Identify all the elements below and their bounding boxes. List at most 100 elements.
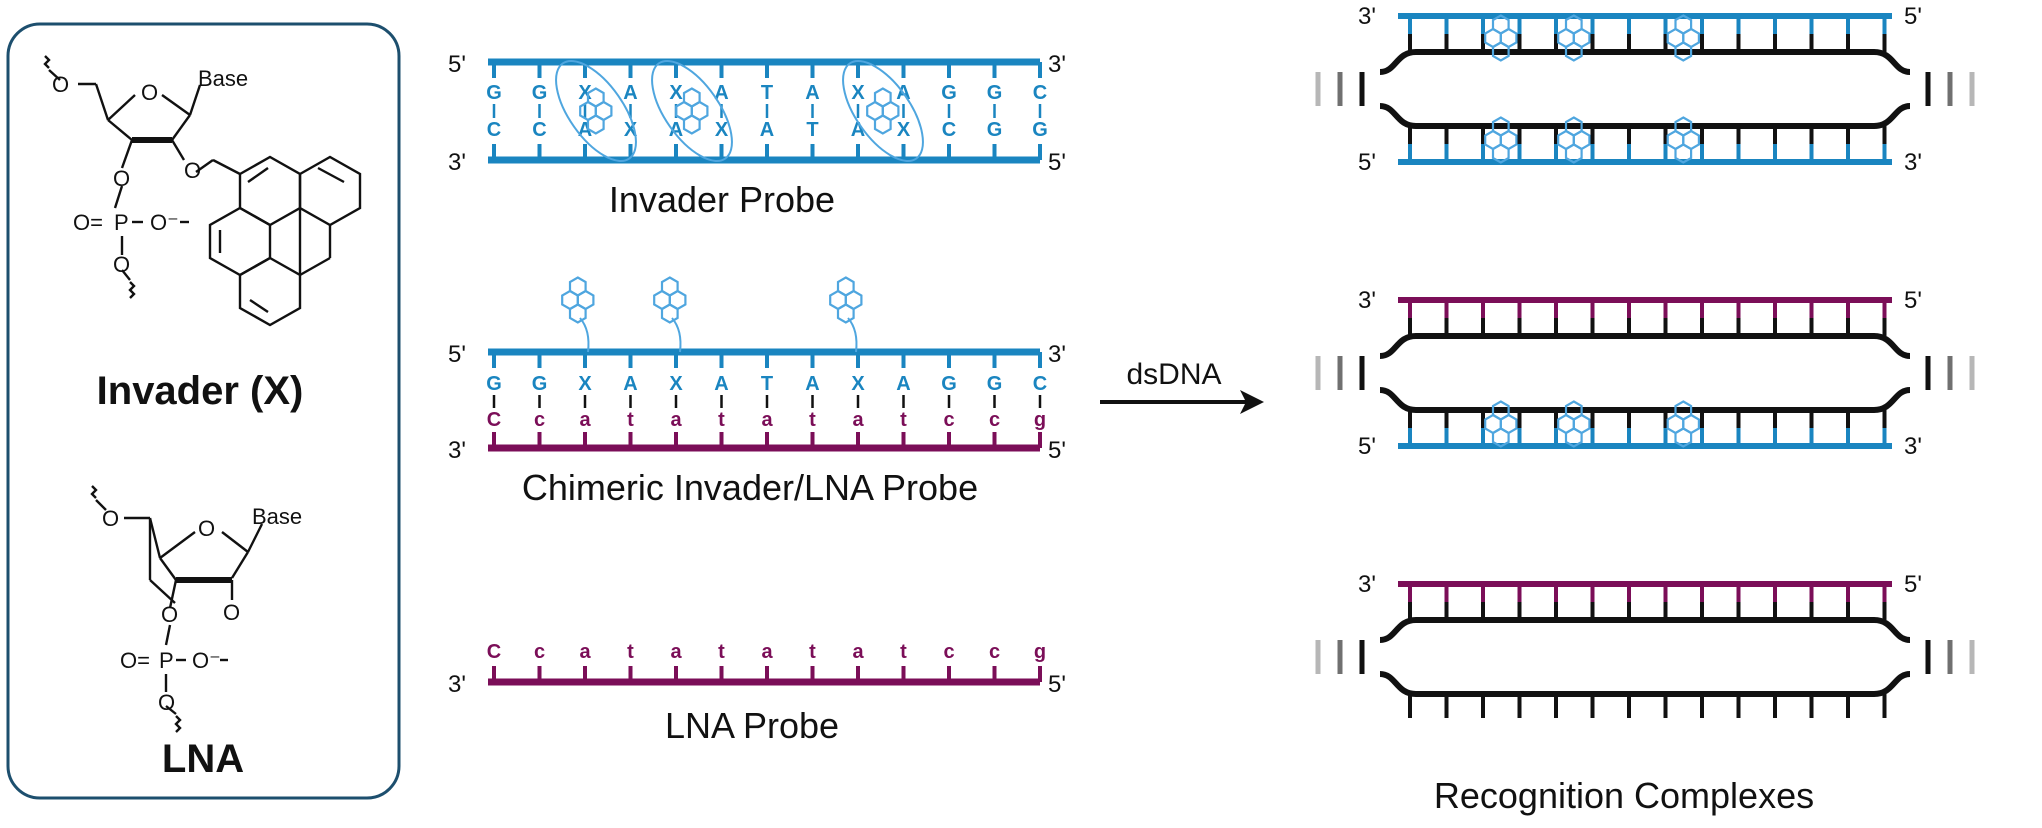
pyrene-linker <box>847 317 858 353</box>
base-letter-bottom: C <box>487 409 501 431</box>
base-letter-top: T <box>761 373 773 395</box>
lna-bridge-o-label: O <box>223 600 240 625</box>
base-letter-top: G <box>941 82 957 104</box>
invader-top-end-left: 5' <box>448 51 466 78</box>
base-letter-bottom: X <box>715 119 729 141</box>
base-letter-bottom: t <box>900 409 907 431</box>
invader-base-label: Base <box>198 66 248 91</box>
arrow-head <box>1240 390 1264 414</box>
base-letter: t <box>900 641 907 663</box>
base-letter: C <box>487 641 501 663</box>
complex-end-bottom-right: 3' <box>1904 433 1922 460</box>
base-letter-top: X <box>851 82 865 104</box>
complex-end-top-right: 5' <box>1904 571 1922 598</box>
base-letter: a <box>852 641 864 663</box>
lna-phosphate-o-minus: O⁻ <box>192 648 221 673</box>
pyrene-icon <box>653 276 687 324</box>
base-letter: a <box>579 641 591 663</box>
lna-o3-label: O <box>161 602 178 627</box>
lna-monomer-atoms: O O Base O O O= P O⁻ O <box>102 504 302 715</box>
invader-ring-o-label: O <box>141 80 158 105</box>
base-letter-top: X <box>669 82 683 104</box>
base-letter-top: G <box>987 373 1003 395</box>
base-letter-bottom: X <box>897 119 911 141</box>
base-letter: t <box>627 641 634 663</box>
base-letter: c <box>943 641 954 663</box>
invader-phosphate-p: P <box>114 210 129 235</box>
lna-end-right: 5' <box>1048 671 1066 698</box>
chimeric-top-end-left: 5' <box>448 341 466 368</box>
invader-top-end-right: 3' <box>1048 51 1066 78</box>
recognition-complexes-label: Recognition Complexes <box>1434 775 1814 816</box>
base-letter-bottom: G <box>1032 119 1048 141</box>
invader-monomer-atoms: O O Base O O O= P O⁻ O <box>52 66 248 277</box>
pyrene-linker <box>671 317 682 353</box>
complex-end-bottom-left: 5' <box>1358 149 1376 176</box>
base-letter-top: X <box>578 82 592 104</box>
base-letter-top: T <box>761 82 773 104</box>
pyrene-icon <box>829 276 863 324</box>
invader-bottom-end-right: 5' <box>1048 149 1066 176</box>
target-strand-top <box>1379 49 1911 75</box>
invader-phosphate-o-bottom: O <box>113 252 130 277</box>
base-letter-top: A <box>623 82 637 104</box>
base-letter-bottom: c <box>534 409 545 431</box>
monomer-structures-box <box>6 22 401 800</box>
lna-end-left: 3' <box>448 671 466 698</box>
invader-pyrene-pairs <box>555 60 924 162</box>
base-letter-bottom: X <box>624 119 638 141</box>
pyrene-icon <box>866 87 900 135</box>
base-letter-bottom: c <box>989 409 1000 431</box>
base-letter-top: A <box>805 373 819 395</box>
base-letter-bottom: t <box>718 409 725 431</box>
arrow-label: dsDNA <box>1126 358 1221 391</box>
lna-phosphate-o-eq: O= <box>120 648 150 673</box>
lna-probe-label: LNA Probe <box>665 705 839 746</box>
recognition-complex-1: 3'5'5'3' <box>1298 3 1992 176</box>
base-letter: c <box>534 641 545 663</box>
base-letter-bottom: c <box>943 409 954 431</box>
lna-monomer-label: LNA <box>162 737 244 781</box>
invader-probe-label: Invader Probe <box>609 179 835 220</box>
base-letter-bottom: A <box>851 119 865 141</box>
base-letter-bottom: a <box>852 409 864 431</box>
recognition-complex-2: 3'5'5'3' <box>1298 287 1992 460</box>
invader-o3-label: O <box>113 166 130 191</box>
base-letter-bottom: a <box>579 409 591 431</box>
base-letter-top: X <box>669 373 683 395</box>
lna-phosphate-o-bottom: O <box>158 690 175 715</box>
base-letter-top: A <box>805 82 819 104</box>
base-letter-top: C <box>1033 373 1047 395</box>
complex-end-top-left: 3' <box>1358 571 1376 598</box>
invader-bottom-end-left: 3' <box>448 149 466 176</box>
base-letter-bottom: a <box>761 409 773 431</box>
lna-monomer-structure <box>90 485 264 733</box>
target-strand-top <box>1379 333 1911 359</box>
invader-phosphate-o-minus: O⁻ <box>150 210 179 235</box>
chimeric-bottom-end-right: 5' <box>1048 437 1066 464</box>
chimeric-probe-label: Chimeric Invader/LNA Probe <box>522 467 978 508</box>
base-letter-top: A <box>714 82 728 104</box>
base-letter-top: G <box>532 82 548 104</box>
base-letter-bottom: G <box>987 119 1003 141</box>
base-letter-bottom: a <box>670 409 682 431</box>
reaction-arrow: dsDNA <box>1100 358 1264 414</box>
base-letter-top: A <box>623 373 637 395</box>
base-letter-top: G <box>532 373 548 395</box>
base-letter-bottom: C <box>942 119 956 141</box>
invader-monomer-structure <box>43 55 362 327</box>
base-letter-top: C <box>1033 82 1047 104</box>
chimeric-pyrenes <box>561 276 863 353</box>
base-letter: g <box>1034 641 1046 663</box>
intercalator-pair-outline <box>555 60 637 162</box>
base-letter-bottom: A <box>760 119 774 141</box>
base-letter-bottom: t <box>809 409 816 431</box>
base-letter-bottom: C <box>532 119 546 141</box>
base-letter-bottom: A <box>669 119 683 141</box>
complex-end-bottom-right: 3' <box>1904 149 1922 176</box>
